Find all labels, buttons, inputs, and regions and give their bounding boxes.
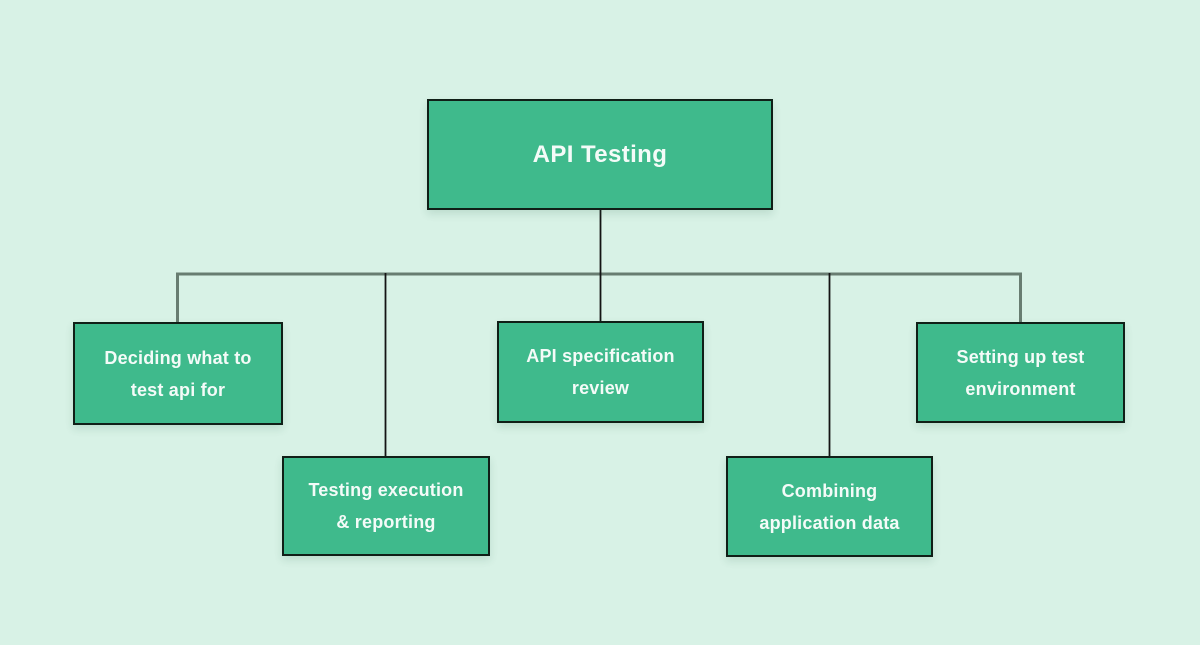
- connector-bus: [176, 272, 1022, 323]
- node-deciding-what-to-test: Deciding what to test api for: [73, 322, 283, 425]
- node-api-specification-review: API specification review: [497, 321, 704, 423]
- node-combining-application-data: Combining application data: [726, 456, 933, 557]
- node-setting-up-test-environment: Setting up test environment: [916, 322, 1125, 423]
- node-testing-execution-reporting: Testing execution & reporting: [282, 456, 490, 556]
- node-api-testing: API Testing: [427, 99, 773, 210]
